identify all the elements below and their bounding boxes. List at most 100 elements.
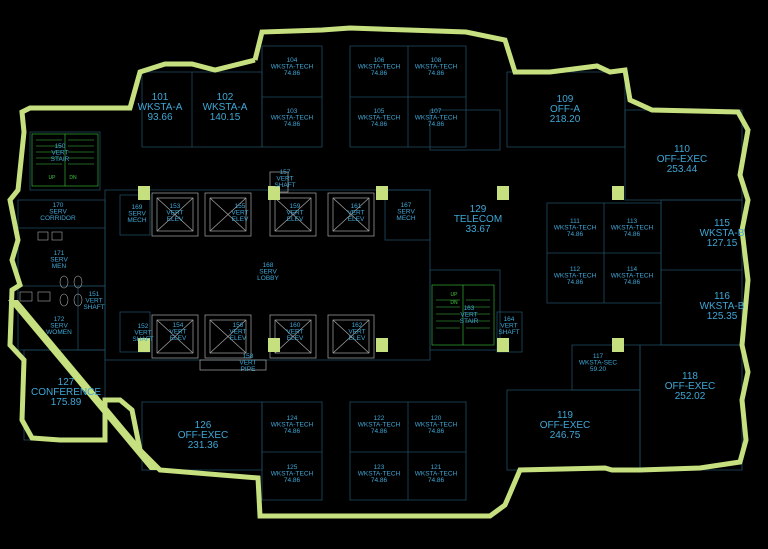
room-158-line-2: PIPE	[241, 366, 256, 373]
room-112-line-2: 74.86	[567, 279, 584, 286]
room-118-line-2: 252.02	[675, 391, 706, 402]
stairs	[31, 133, 495, 346]
room-107-line-2: 74.86	[428, 121, 445, 128]
room-153-line-0: 153	[170, 203, 181, 210]
room-109-line-1: OFF-A	[550, 104, 580, 115]
room-117-line-2: 59.20	[590, 366, 607, 373]
room-111-line-0: 111	[570, 218, 580, 225]
room-124-line-1: WKSTA-TECH	[271, 422, 314, 429]
room-105-line-2: 74.86	[371, 121, 388, 128]
room-123-line-0: 123	[374, 464, 385, 471]
room-152-line-0: 152	[138, 323, 149, 330]
room-156-line-1: VERT	[229, 329, 246, 336]
room-159-line-2: ELEV	[287, 216, 304, 223]
room-159-line-1: VERT	[286, 210, 303, 217]
room-155-line-0: 155	[235, 203, 246, 210]
room-168-line-2: LOBBY	[257, 275, 279, 282]
room-127-line-2: 175.89	[51, 397, 82, 408]
room-152-line-1: VERT	[134, 330, 151, 337]
room-164-line-1: VERT	[500, 323, 517, 330]
room-172-line-1: SERV	[50, 323, 68, 330]
room-120-line-0: 120	[431, 415, 442, 422]
room-169-line-2: MECH	[127, 217, 146, 224]
room-124-line-2: 74.86	[284, 428, 301, 435]
room-126-line-1: OFF-EXEC	[178, 430, 229, 441]
room-115-line-2: 127.15	[707, 238, 738, 249]
room-127-line-1: CONFERENCE	[31, 387, 101, 398]
room-154-line-0: 154	[173, 322, 184, 329]
room-156-line-2: ELEV	[230, 335, 247, 342]
room-113-line-0: 113	[627, 218, 638, 225]
room-115-line-0: 115	[714, 218, 730, 229]
room-157-line-2: SHAFT	[274, 182, 295, 189]
room-151-line-1: VERT	[85, 298, 102, 305]
room-115-line-1: WKSTA-B	[700, 228, 745, 239]
room-158-line-0: 158	[243, 353, 254, 360]
room-118-line-1: OFF-EXEC	[665, 381, 716, 392]
room-119-line-2: 246.75	[550, 430, 581, 441]
stair-163-up: UP	[451, 292, 459, 298]
room-129-line-2: 33.67	[465, 224, 490, 235]
room-101-line-1: WKSTA-A	[138, 102, 183, 113]
room-106-line-1: WKSTA-TECH	[358, 64, 401, 71]
room-161-line-0: 161	[351, 203, 362, 210]
room-162-line-1: VERT	[348, 329, 365, 336]
room-156-line-0: 156	[233, 322, 244, 329]
exterior-walls	[7, 25, 751, 519]
room-157-line-0: 157	[280, 169, 291, 176]
room-161-line-1: VERT	[347, 210, 364, 217]
room-120-line-2: 74.86	[428, 428, 445, 435]
room-171-line-0: 171	[54, 250, 65, 257]
room-157-line-1: VERT	[276, 176, 293, 183]
room-167-line-1: SERV	[397, 209, 415, 216]
room-110-line-2: 253.44	[667, 164, 698, 175]
room-160-line-0: 160	[290, 322, 301, 329]
room-167-line-2: MECH	[396, 215, 415, 222]
room-122-line-1: WKSTA-TECH	[358, 422, 401, 429]
room-158-line-1: VERT	[239, 360, 256, 367]
room-110-line-1: OFF-EXEC	[657, 154, 708, 165]
room-110-line-0: 110	[674, 144, 690, 155]
room-150-line-1: VERT	[51, 150, 68, 157]
room-112-line-1: WKSTA-TECH	[554, 273, 597, 280]
room-163-line-0: 163	[464, 305, 475, 312]
room-114-line-2: 74.86	[624, 279, 641, 286]
fixtures	[19, 231, 83, 307]
room-106-line-2: 74.86	[371, 70, 388, 77]
room-169-line-1: SERV	[128, 211, 146, 218]
room-152-line-2: SHAFT	[132, 336, 153, 343]
room-172-line-2: WOMEN	[46, 329, 72, 336]
room-168-line-1: SERV	[259, 269, 277, 276]
room-108-line-2: 74.86	[428, 70, 445, 77]
